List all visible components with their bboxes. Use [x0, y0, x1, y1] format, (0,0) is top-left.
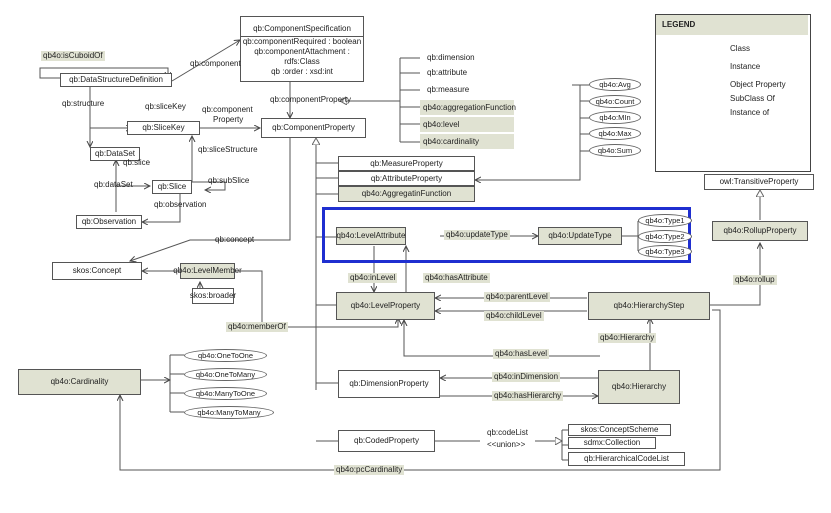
component-required: qb:componentRequired : boolean [242, 36, 362, 46]
dimension-item: qb:dimension [427, 53, 475, 62]
slice-class: qb:Slice [152, 180, 192, 194]
member-of-label: qb4o:memberOf [226, 322, 288, 332]
dataset-prop-label: qb:dataSet [94, 180, 133, 189]
skos-broader-box: skos:broader [190, 288, 236, 304]
slice-label: qb:slice [123, 158, 151, 167]
legend-title: LEGEND [656, 15, 808, 35]
hierarchy-prop-label: qb4o:Hierarchy [598, 333, 657, 343]
slice-key-class: qb:SliceKey [127, 121, 200, 135]
hierarchy-step-class: qb4o:HierarchyStep [588, 292, 710, 320]
has-level-label: qb4o:hasLevel [493, 349, 550, 359]
type2-instance: qb4o:Type2 [638, 230, 692, 243]
concept-label: qb:concept [215, 235, 255, 244]
hierarchy-class: qb4o:Hierarchy [598, 370, 680, 404]
type1-instance: qb4o:Type1 [638, 214, 692, 227]
component-property-arrow-label: qb:componentProperty [270, 95, 351, 104]
attribute-property-class: qb:AttributeProperty [338, 171, 475, 186]
hierarchical-code-list-class: qb:HierarchicalCodeList [568, 452, 685, 466]
many-to-one-instance: qb4o:ManyToOne [184, 387, 267, 400]
cardinality-class: qb4o:Cardinality [18, 369, 141, 395]
update-type-prop-label: qb4o:updateType [444, 230, 510, 240]
sub-slice-label: qb:subSlice [208, 176, 250, 185]
rollup-label: qb4o:rollup [733, 275, 777, 285]
concept-scheme-class: skos:ConceptScheme [568, 424, 671, 436]
has-hierarchy-label: qb4o:hasHierarchy [492, 391, 564, 401]
avg-instance: qb4o:Avg [589, 78, 641, 91]
legend-class: Class [730, 44, 751, 53]
observation-label: qb:observation [154, 200, 207, 209]
count-instance: qb4o:Count [589, 95, 641, 108]
legend: LEGEND Class Instance Object Property Su… [655, 14, 811, 172]
has-attribute-label: qb4o:hasAttribute [423, 273, 490, 283]
attribute-item: qb:attribute [427, 68, 468, 77]
sdmx-collection-class: sdmx:Collection [568, 437, 656, 449]
measure-property-class: qb:MeasureProperty [338, 156, 475, 171]
structure-label: qb:structure [62, 99, 105, 108]
one-to-one-instance: qb4o:OneToOne [184, 349, 267, 362]
union-label: <<union>> [487, 440, 526, 449]
dimension-property-class: qb:DimensionProperty [338, 370, 440, 398]
type3-instance: qb4o:Type3 [638, 245, 692, 258]
child-level-label: qb4o:childLevel [484, 311, 544, 321]
parent-level-label: qb4o:parentLevel [484, 292, 550, 302]
component-property-label-2: Property [213, 115, 244, 124]
legend-object-property: Object Property [730, 80, 786, 89]
pc-cardinality-label: qb4o:pcCardinality [334, 465, 405, 475]
aggregation-function-item: qb4o:aggregationFunction [420, 100, 516, 115]
observation-class: qb:Observation [76, 215, 142, 229]
slice-structure-label: qb:sliceStructure [198, 145, 258, 154]
component-label: qb:component [190, 59, 241, 68]
level-property-class: qb4o:LevelProperty [336, 292, 435, 320]
min-instance: qb4o:MIn [589, 111, 641, 124]
update-type-class: qb4o:UpdateType [538, 227, 622, 245]
component-property-class: qb:ComponentProperty [261, 118, 366, 138]
data-structure-definition-class: qb:DataStructureDefinition [60, 73, 172, 87]
level-item: qb4o:level [420, 117, 514, 132]
max-instance: qb4o:Max [589, 127, 641, 140]
order: qb :order : xsd:int [271, 66, 333, 76]
code-list-label: qb:codeList [487, 428, 528, 437]
slice-key-prop-label: qb:sliceKey [145, 102, 186, 111]
component-specification-class: qb:ComponentSpecification qb:componentRe… [240, 16, 364, 82]
level-attribute-class: qb4o:LevelAttribute [336, 227, 406, 245]
legend-instance-of: Instance of [730, 108, 770, 117]
one-to-many-instance: qb4o:OneToMany [184, 368, 267, 381]
legend-instance: Instance [730, 62, 761, 71]
sum-instance: qb4o:Sum [589, 144, 641, 157]
transitive-property-class: owl:TransitiveProperty [704, 174, 814, 190]
dataset-class: qb:DataSet [90, 147, 140, 161]
component-specification-title: qb:ComponentSpecification [241, 22, 363, 37]
coded-property-class: qb:CodedProperty [338, 430, 435, 452]
in-level-label: qb4o:inLevel [348, 273, 398, 283]
is-cuboid-of-label: qb4o:isCuboidOf [41, 51, 105, 61]
rollup-property-class: qb4o:RollupProperty [712, 221, 808, 241]
level-member-class: qb4o:LevelMember [173, 263, 242, 279]
aggregation-function-class: qb4o:AggregatinFunction [338, 186, 475, 202]
measure-item: qb:measure [427, 85, 470, 94]
legend-subclass-of: SubClass Of [730, 94, 775, 103]
skos-concept-class: skos:Concept [52, 262, 142, 280]
rdfs-class: rdfs:Class [284, 56, 320, 66]
component-property-label-1: qb:component [202, 105, 253, 114]
cardinality-item: qb4o:cardinality [420, 134, 514, 149]
in-dimension-label: qb4o:inDimension [492, 372, 561, 382]
component-attachment: qb:componentAttachment : [254, 46, 350, 56]
many-to-many-instance: qb4o:ManyToMany [184, 406, 274, 419]
